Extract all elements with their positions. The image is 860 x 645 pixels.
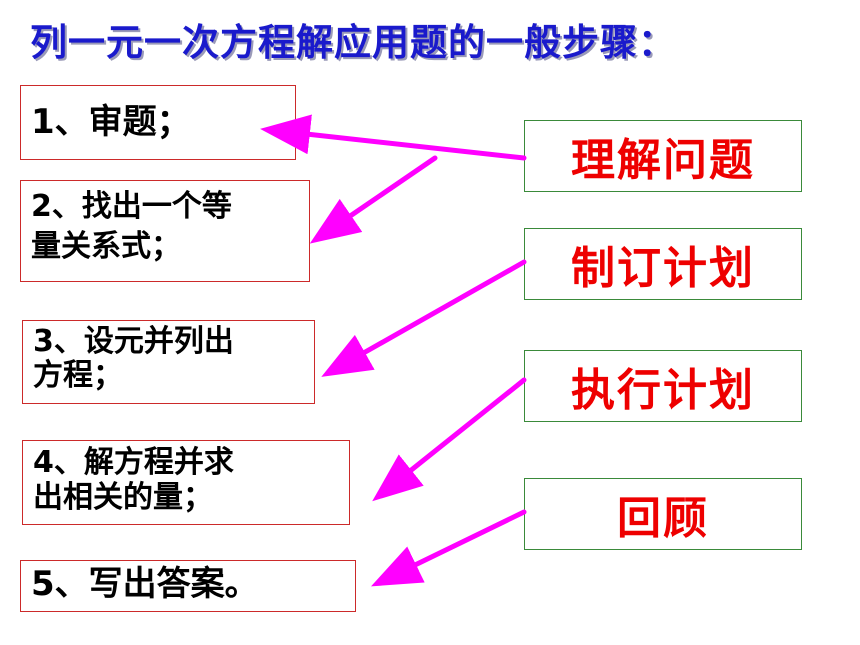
arrow-plan-to-step-3 bbox=[321, 259, 527, 377]
step-4-box: 4、解方程并求 出相关的量； bbox=[22, 440, 350, 525]
step-3-line-2: 方程； bbox=[33, 358, 123, 393]
phase-look-back: 回顾 bbox=[524, 478, 802, 550]
phase-carry-out-plan: 执行计划 bbox=[524, 350, 802, 422]
step-4-line-2: 出相关的量； bbox=[33, 480, 213, 515]
arrow-execute-to-step-4 bbox=[372, 377, 527, 502]
step-1-box: 1、审题； bbox=[20, 85, 296, 160]
step-5-line-1: 5、写出答案。 bbox=[31, 564, 259, 604]
page-title: 列一元一次方程解应用题的一般步骤： bbox=[30, 21, 676, 64]
arrow-branch-to-step-2 bbox=[309, 155, 438, 244]
phase-understand-problem: 理解问题 bbox=[524, 120, 802, 192]
step-2-line-2: 量关系式； bbox=[31, 229, 181, 264]
step-3-box: 3、设元并列出 方程； bbox=[22, 320, 315, 404]
step-3-line-1: 3、设元并列出 bbox=[33, 324, 234, 359]
arrow-understand-to-step-1 bbox=[260, 114, 527, 161]
step-2-box: 2、找出一个等 量关系式； bbox=[20, 180, 310, 282]
step-5-box: 5、写出答案。 bbox=[20, 560, 356, 612]
step-4-line-1: 4、解方程并求 bbox=[33, 445, 234, 480]
arrow-lookback-to-step-5 bbox=[371, 509, 527, 587]
step-2-line-1: 2、找出一个等 bbox=[31, 189, 232, 224]
step-1-line-1: 1、审题； bbox=[31, 102, 191, 142]
